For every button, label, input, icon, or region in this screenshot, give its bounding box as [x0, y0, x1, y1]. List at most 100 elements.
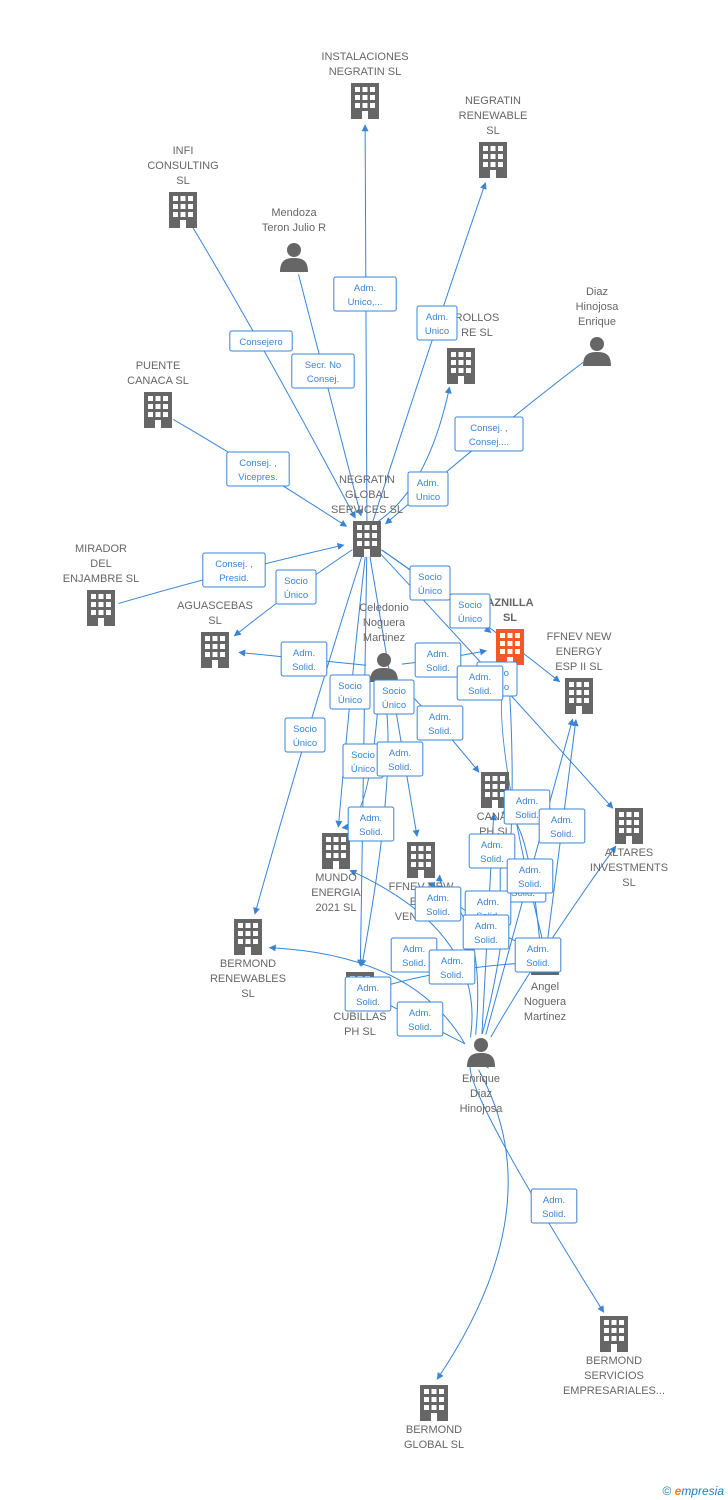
edge-label-text: Consej. , [239, 458, 277, 469]
node-label: CUBILLAS [333, 1011, 386, 1023]
edge-label-text: Adm. [441, 956, 463, 967]
edge-label-text: Único [284, 590, 308, 601]
edge-label[interactable]: Consej. ,Presid. [202, 552, 266, 588]
edge-label-text: Adm. [475, 921, 497, 932]
edge-label[interactable]: Adm.Unico [416, 305, 458, 341]
edge-label[interactable]: Adm.Solid. [414, 886, 462, 922]
node-label: EMPRESARIALES... [563, 1385, 665, 1397]
edge-label[interactable]: Adm.Solid. [506, 858, 554, 894]
edge-label-box [407, 471, 449, 507]
building-icon [479, 142, 507, 178]
building-icon [496, 629, 524, 665]
edge-label[interactable]: Adm.Solid. [344, 976, 392, 1012]
node-label: CONSULTING [147, 160, 218, 172]
node-bermond_servicios[interactable]: BERMONDSERVICIOSEMPRESARIALES... [563, 1316, 665, 1397]
building-icon [353, 521, 381, 557]
edge-label[interactable]: Adm. Solid. [462, 914, 510, 950]
node-label: Diaz [470, 1088, 492, 1100]
edge-label-box [449, 593, 491, 629]
node-label: INVESTMENTS [590, 862, 668, 874]
edge-label[interactable]: Adm.Solid. [280, 641, 328, 677]
edge-label[interactable]: Adm.Solid. [514, 937, 562, 973]
node-label: 2021 SL [316, 902, 357, 914]
edge-label[interactable]: Adm.Solid. [414, 642, 462, 678]
edge-label-box [344, 976, 392, 1012]
edge-label-text: Solid. [402, 958, 426, 969]
edge-label[interactable]: Adm.Solid. [456, 665, 504, 701]
building-icon [565, 678, 593, 714]
edge-label[interactable]: Adm.Solid. [428, 949, 476, 985]
edge-label-text: Secr. No [305, 360, 341, 371]
edge-label[interactable]: Adm. Solid. [503, 789, 551, 825]
edge-label[interactable]: Adm.Unico [407, 471, 449, 507]
edge-label-text: Solid. [428, 726, 452, 737]
empresia-brand[interactable]: © empresia [662, 1484, 724, 1498]
edge-label[interactable]: Adm.Solid. [376, 741, 424, 777]
node-label: SL [503, 612, 517, 624]
edge-label-text: Único [382, 700, 406, 711]
edge-label-text: Adm. [409, 1008, 431, 1019]
edge-label[interactable]: Adm.Solid. [347, 806, 395, 842]
node-label: ALTARES [605, 847, 654, 859]
node-label: Martinez [363, 632, 405, 644]
edge-label[interactable]: Adm.Solid. [416, 705, 464, 741]
edge-label[interactable]: Adm.Solid. [396, 1001, 444, 1037]
node-label: Noguera [363, 617, 406, 629]
edge-label[interactable]: Consejero [229, 330, 293, 352]
node-label: NEGRATIN [339, 474, 395, 486]
node-label: RENEWABLES [210, 973, 286, 985]
edge-label-text: Presid. [219, 573, 249, 584]
edge-negratin_global-to-instalaciones [361, 124, 369, 522]
edge-label-box [503, 789, 551, 825]
edge-label[interactable]: Adm.Unico,... [333, 276, 397, 312]
edge-label[interactable]: Adm.Solid. [468, 833, 516, 869]
edge-label-text: Solid. [550, 829, 574, 840]
edge-label-text: Solid. [474, 935, 498, 946]
edge-label-text: Único [418, 586, 442, 597]
edge-label-box [229, 330, 293, 352]
edge-label-text: Consejero [239, 337, 282, 348]
edge-label-text: Solid. [518, 879, 542, 890]
edge-label-text: Adm. [516, 796, 538, 807]
edge-label[interactable]: Adm.Solid. [530, 1188, 578, 1224]
edge-label[interactable]: Adm.Solid. [390, 937, 438, 973]
edge-label[interactable]: Consej. ,Vicepres. [226, 451, 290, 487]
node-label: PUENTE [136, 360, 181, 372]
node-label: MUNDO [315, 872, 357, 884]
edge-label-text: Adm. [389, 748, 411, 759]
edge-label[interactable]: Consej. ,Consej.... [454, 416, 524, 452]
edge-label-text: Solid. [515, 810, 539, 821]
edge-label[interactable]: Adm.Solid. [538, 808, 586, 844]
copyright-symbol: © [662, 1484, 672, 1498]
edge-label-box [530, 1188, 578, 1224]
